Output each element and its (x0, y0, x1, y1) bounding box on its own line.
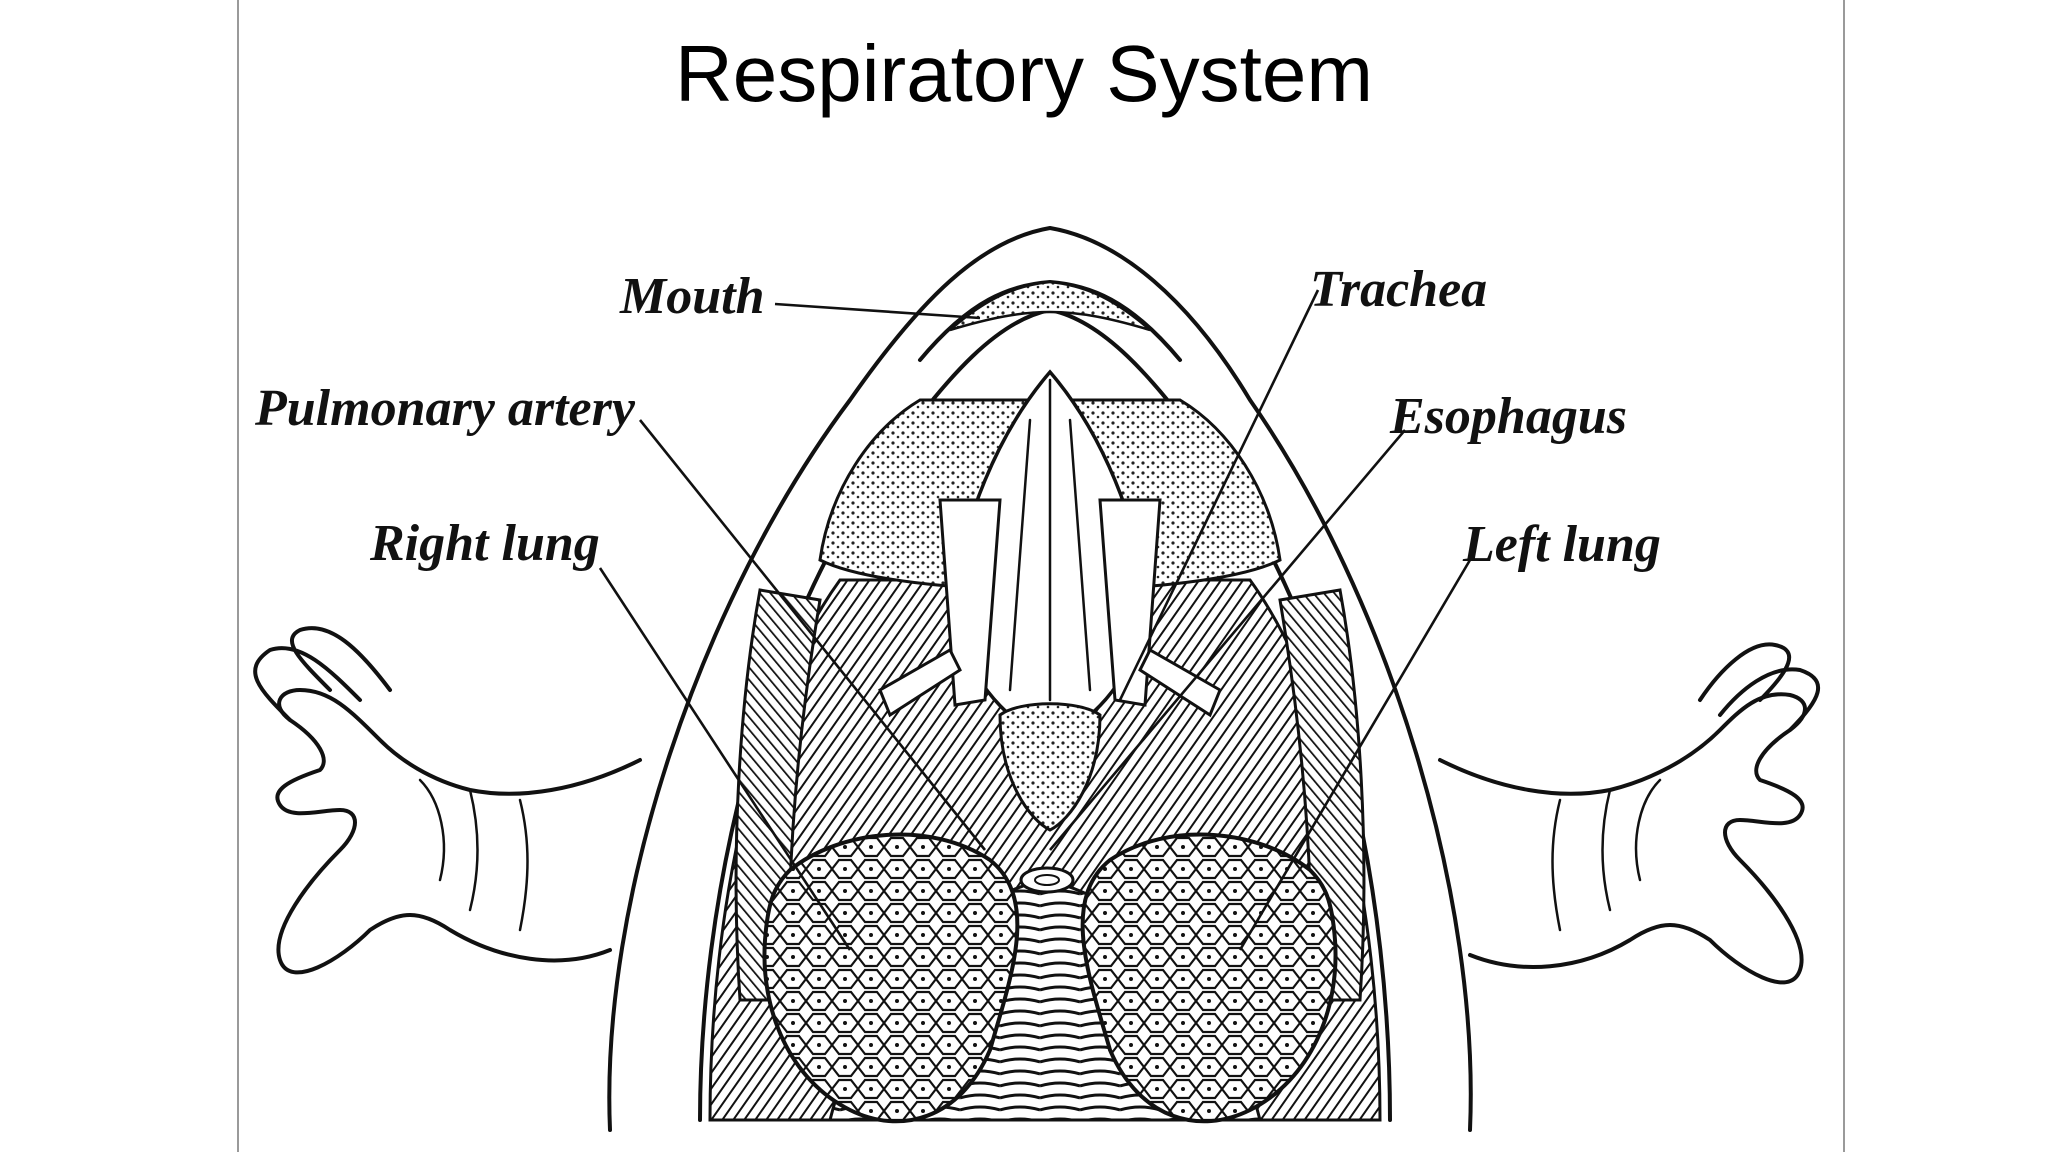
label-right-lung: Right lung (369, 515, 600, 572)
left-arm (1440, 644, 1818, 982)
label-mouth: Mouth (619, 268, 765, 325)
leader-mouth (775, 304, 980, 318)
right-arm (255, 628, 640, 972)
glottis (1021, 868, 1073, 892)
label-esophagus: Esophagus (1389, 388, 1627, 445)
label-trachea: Trachea (1310, 261, 1487, 318)
label-left-lung: Left lung (1462, 516, 1661, 573)
label-pulmonary-artery: Pulmonary artery (254, 380, 636, 437)
